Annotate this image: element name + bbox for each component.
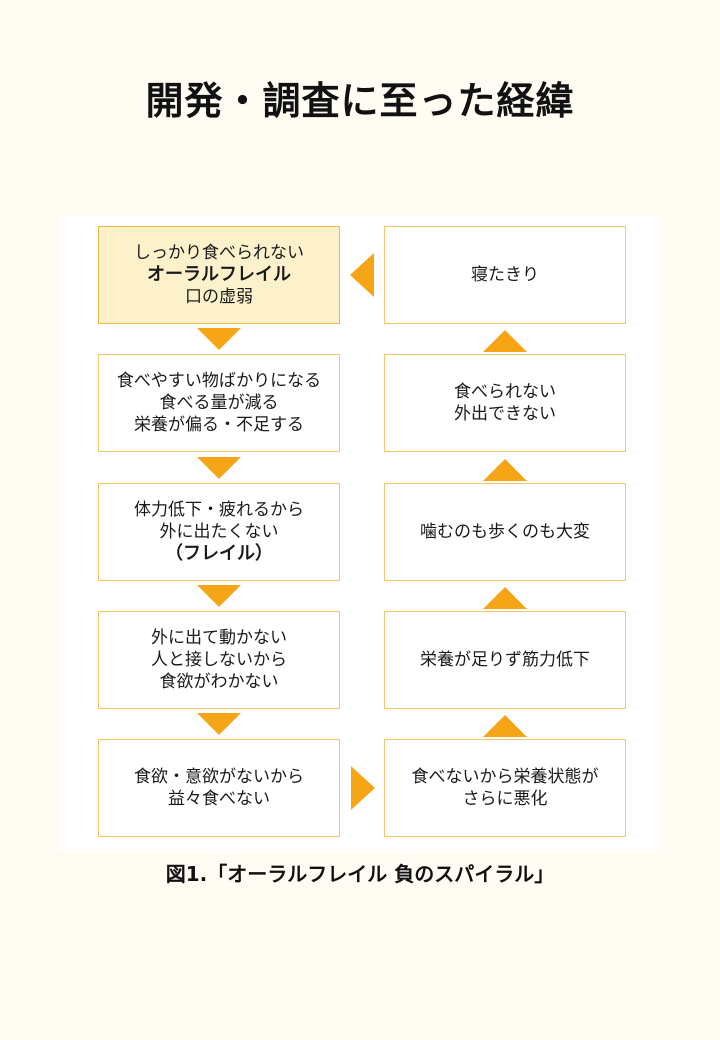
flow-box-right-2: 食べられない 外出できない <box>384 354 626 452</box>
box-text: 食べやすい物ばかりになる <box>116 371 322 391</box>
flow-box-left-2: 食べやすい物ばかりになる 食べる量が減る 栄養が偏る・不足する <box>98 354 340 452</box>
left-arrow-icon <box>350 253 374 297</box>
flow-box-left-5: 食欲・意欲がないから 益々食べない <box>98 739 340 837</box>
down-arrow-icon <box>197 457 241 479</box>
box-text-bold: オーラルフレイル <box>147 264 291 285</box>
box-text: 食べないから栄養状態が <box>411 767 599 787</box>
flow-box-left-1: しっかり食べられない オーラルフレイル 口の虚弱 <box>98 226 340 324</box>
box-text: 寝たきり <box>471 265 539 285</box>
up-arrow-icon <box>483 330 527 352</box>
flow-box-right-4: 栄養が足りず筋力低下 <box>384 611 626 709</box>
box-text: さらに悪化 <box>462 789 548 809</box>
box-text: 口の虚弱 <box>185 287 253 307</box>
box-text: しっかり食べられない <box>134 243 304 263</box>
flow-box-right-3: 噛むのも歩くのも大変 <box>384 483 626 581</box>
box-text: 食欲がわかない <box>159 672 279 692</box>
up-arrow-icon <box>483 459 527 481</box>
box-text: 食べる量が減る <box>159 393 279 413</box>
flow-box-left-4: 外に出て動かない 人と接しないから 食欲がわかない <box>98 611 340 709</box>
box-text: 栄養が足りず筋力低下 <box>420 650 590 670</box>
box-text: 食べられない <box>454 382 556 402</box>
figure-caption: 図1.「オーラルフレイル 負のスパイラル」 <box>165 862 555 886</box>
up-arrow-icon <box>483 587 527 609</box>
right-arrow-icon <box>351 766 375 810</box>
box-text-bold: （フレイル） <box>165 543 273 564</box>
down-arrow-icon <box>197 713 241 735</box>
box-text: 外に出て動かない <box>151 628 287 648</box>
flow-box-right-1: 寝たきり <box>384 226 626 324</box>
box-text: 人と接しないから <box>151 650 287 670</box>
box-text: 外出できない <box>454 404 556 424</box>
up-arrow-icon <box>483 715 527 737</box>
box-text: 益々食べない <box>168 789 270 809</box>
flow-box-left-3: 体力低下・疲れるから 外に出たくない （フレイル） <box>98 483 340 581</box>
box-text: 体力低下・疲れるから <box>134 500 304 520</box>
down-arrow-icon <box>197 328 241 350</box>
flow-box-right-5: 食べないから栄養状態が さらに悪化 <box>384 739 626 837</box>
page-title: 開発・調査に至った経緯 <box>145 79 575 123</box>
box-text: 食欲・意欲がないから <box>134 767 304 787</box>
box-text: 栄養が偏る・不足する <box>134 415 304 435</box>
box-text: 外に出たくない <box>159 522 279 542</box>
diagram-panel: しっかり食べられない オーラルフレイル 口の虚弱 食べやすい物ばかりになる 食べ… <box>58 216 661 850</box>
box-text: 噛むのも歩くのも大変 <box>420 522 590 542</box>
down-arrow-icon <box>197 585 241 607</box>
